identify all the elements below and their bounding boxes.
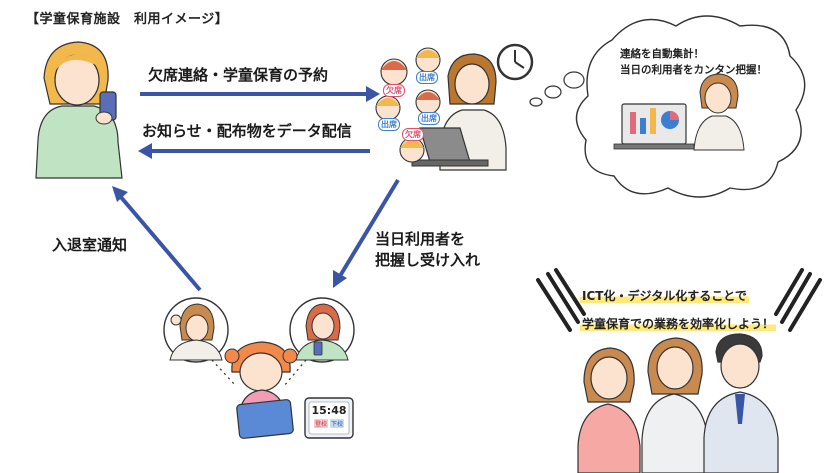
slogan-line-2: 学童保育での業務を効率化しよう！: [580, 317, 777, 331]
arrow-label-grasp-users-line2: 把握し受け入れ: [375, 251, 481, 269]
thought-cloud: [575, 15, 806, 198]
child-with-tablet-illustration: [224, 341, 298, 439]
children-attendance-cluster: [375, 47, 441, 163]
arrow-label-entry-exit-notice: 入退室通知: [52, 236, 128, 254]
tablet-clock-time: 15:48: [311, 404, 347, 417]
thought-dots: [529, 71, 585, 107]
arrow-right-diagonal: [333, 178, 400, 288]
page-title: 【学童保育施設 利用イメージ】: [26, 12, 229, 27]
slogan-accent-strokes: [536, 268, 822, 332]
tablet-button-checkin: 登校: [313, 419, 328, 428]
three-staff-members-illustration: [577, 333, 779, 473]
staff-with-laptop-illustration: [411, 53, 507, 171]
slogan-line-1: ICT化・デジタル化することで: [580, 289, 749, 303]
status-badge-attend: 出席: [418, 112, 440, 125]
arrow-middle: [138, 143, 370, 159]
arrow-label-grasp-users-line1: 当日利用者を: [375, 230, 466, 248]
arrow-label-notice-distribution: お知らせ・配布物をデータ配信: [142, 122, 352, 140]
status-badge-absent: 欠席: [383, 84, 405, 97]
status-badge-attend: 出席: [378, 118, 400, 131]
arrow-label-absence-and-booking: 欠席連絡・学童保育の予約: [148, 66, 329, 84]
staff-circle-right: [289, 297, 355, 363]
thought-line-1: 連絡を自動集計！: [620, 48, 704, 60]
staff-circle-left: [163, 297, 229, 363]
parent-with-phone-illustration: [35, 41, 123, 179]
arrow-left-diagonal: [112, 186, 202, 292]
arrow-top: [140, 86, 380, 102]
slogan: ICT化・デジタル化することで 学童保育での業務を効率化しよう！: [580, 282, 777, 338]
thought-bubble-text: 連絡を自動集計！ 当日の利用者をカンタン把握！: [620, 46, 767, 78]
tablet-button-checkout: 下校: [330, 419, 345, 428]
worker-with-dashboard-illustration: [613, 73, 745, 151]
tablet-screen: 15:48 登校 下校: [309, 402, 349, 434]
status-badge-attend: 出席: [416, 71, 438, 84]
status-badge-absent: 欠席: [402, 128, 424, 141]
clock-icon: [496, 43, 534, 81]
thought-line-2: 当日の利用者をカンタン把握！: [620, 64, 767, 76]
